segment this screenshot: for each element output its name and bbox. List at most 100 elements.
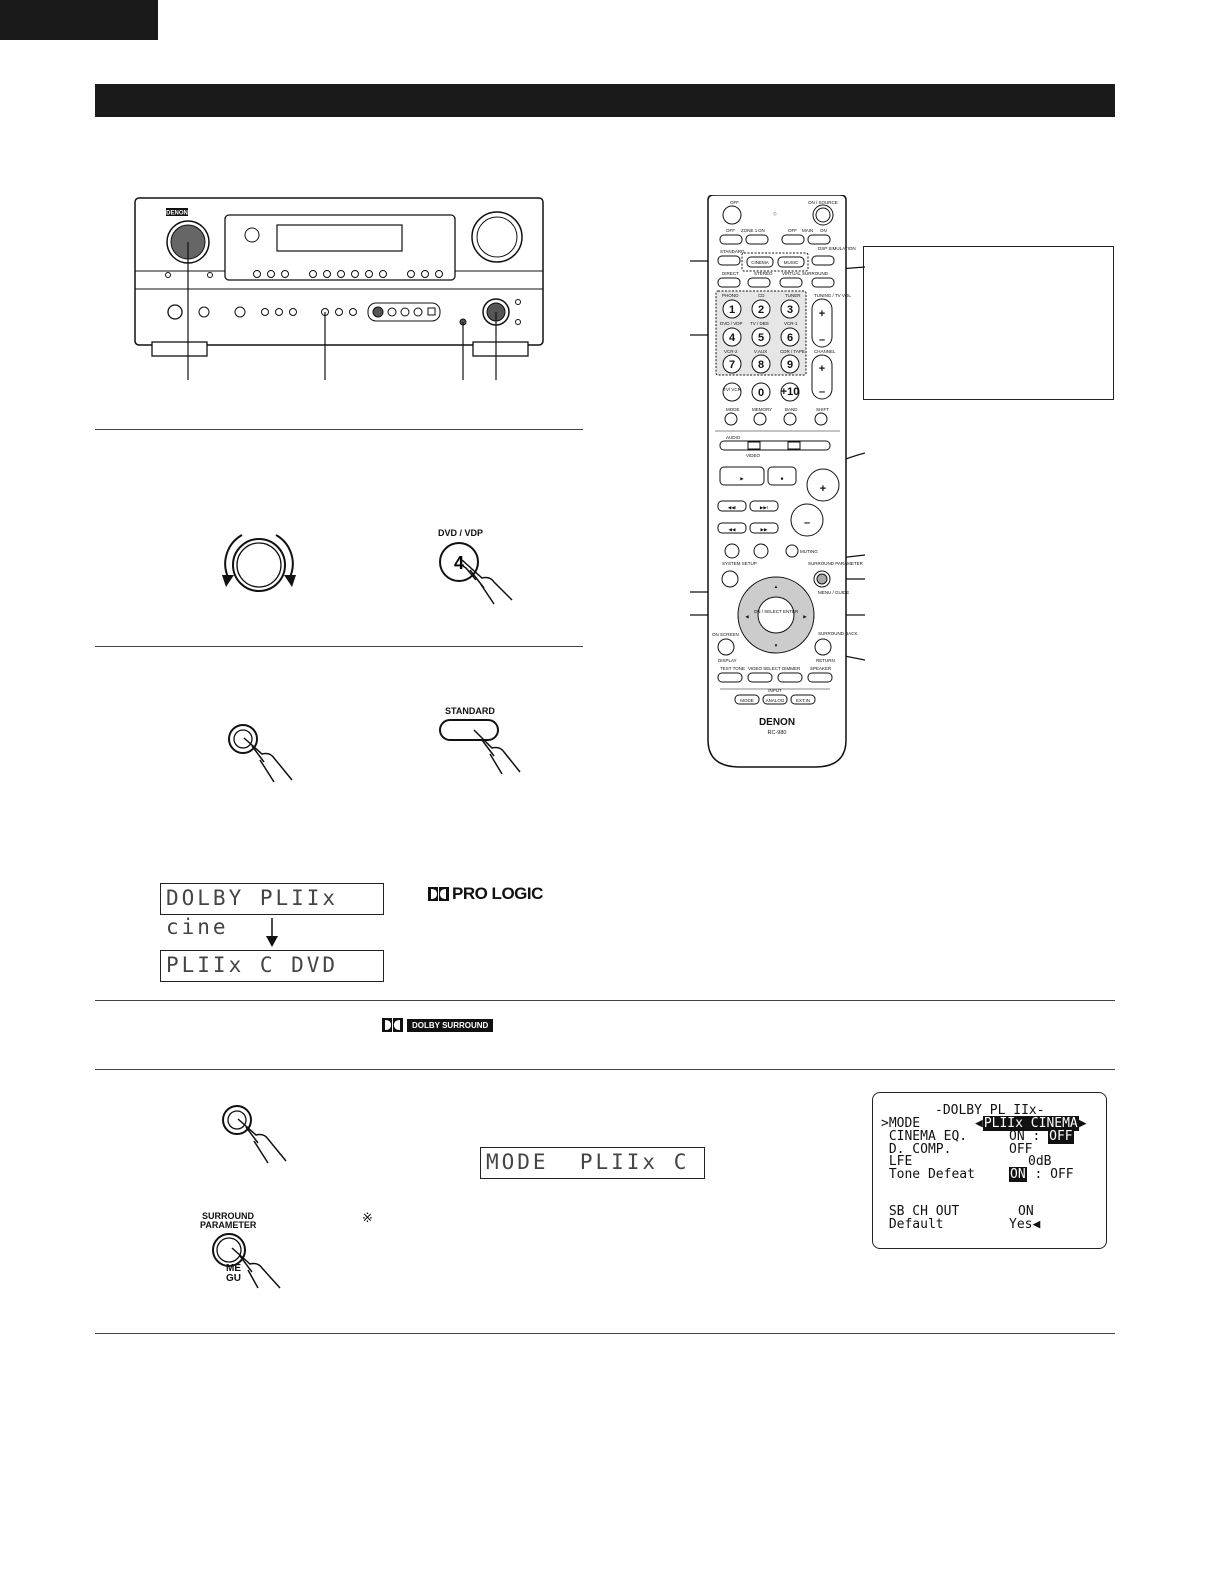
divider — [95, 1333, 1115, 1334]
receiver-front-panel: DENON — [134, 197, 544, 380]
svg-text:MUSIC: MUSIC — [784, 260, 799, 265]
svg-text:+: + — [819, 308, 825, 320]
svg-text:ON SCREEN: ON SCREEN — [712, 632, 739, 637]
svg-text:PHONO: PHONO — [722, 293, 739, 298]
svg-text:◀◀: ◀◀ — [729, 527, 736, 532]
dolby-double-d-icon — [382, 1018, 403, 1032]
svg-text:AUDIO: AUDIO — [726, 435, 741, 440]
dvd-vdp-label: DVD / VDP — [438, 528, 484, 538]
press-button-icon — [228, 724, 293, 783]
note-mark: ※ — [362, 1210, 373, 1225]
svg-text:VCR-2: VCR-2 — [724, 349, 738, 354]
svg-text:DISPLAY: DISPLAY — [718, 658, 737, 663]
svg-text:CDR / TAPE: CDR / TAPE — [780, 349, 805, 354]
svg-text:DIRECT: DIRECT — [722, 271, 739, 276]
osd-cinema-eq-value: ON : OFF — [1009, 1129, 1074, 1144]
svg-text:RETURN: RETURN — [816, 658, 835, 663]
page-tab — [0, 0, 158, 40]
svg-text:EXT.IN: EXT.IN — [796, 698, 810, 703]
svg-text:MODE: MODE — [726, 407, 740, 412]
osd-title: -DOLBY PL IIx- — [935, 1103, 1045, 1118]
svg-text:ON / SOURCE: ON / SOURCE — [808, 200, 838, 205]
svg-text:–: – — [804, 517, 810, 529]
svg-text:ON: ON — [820, 228, 827, 233]
svg-text:MAIN: MAIN — [802, 228, 813, 233]
svg-text:TEST TONE: TEST TONE — [720, 666, 745, 671]
svg-text:▼: ▼ — [774, 643, 778, 648]
svg-text:▲: ▲ — [774, 584, 778, 589]
svg-text:INPUT: INPUT — [768, 688, 782, 693]
svg-text:+: + — [819, 363, 825, 375]
svg-text:2: 2 — [758, 304, 764, 316]
osd-tone-defeat-value: ON : OFF — [1009, 1167, 1074, 1182]
svg-text:8: 8 — [758, 359, 764, 371]
svg-text:ON / SELECT ENTER: ON / SELECT ENTER — [754, 609, 799, 614]
svg-text:0: 0 — [758, 387, 764, 399]
dolby-double-d-icon — [428, 887, 449, 901]
divider — [95, 1000, 1115, 1001]
svg-text:MUTING: MUTING — [800, 549, 818, 554]
press-button-icon — [222, 1105, 287, 1164]
callout-box — [863, 246, 1114, 400]
svg-text:▶: ▶ — [740, 476, 744, 481]
pro-logic-text: PRO LOGIC — [452, 884, 543, 903]
svg-text:4: 4 — [729, 332, 736, 344]
osd-lfe-label: LFE — [881, 1154, 913, 1169]
standard-key-label: STANDARD — [445, 706, 495, 716]
osd-tone-defeat-label: Tone Defeat — [881, 1167, 975, 1182]
svg-text:V.AUX: V.AUX — [754, 349, 767, 354]
svg-text:BAND: BAND — [785, 407, 798, 412]
menu-guide-label: ME GU — [226, 1263, 241, 1284]
divider — [95, 1069, 1115, 1070]
osd-default-label: Default — [881, 1217, 944, 1232]
svg-text:3: 3 — [787, 304, 793, 316]
svg-text:MEMORY: MEMORY — [752, 407, 772, 412]
divider — [95, 429, 583, 430]
svg-text:CD: CD — [758, 293, 765, 298]
svg-text:TUNING / TV VOL: TUNING / TV VOL — [814, 293, 851, 298]
svg-text:DVD / VDP: DVD / VDP — [720, 321, 743, 326]
svg-text:+: + — [820, 483, 826, 495]
remote-control: .rt{font-family:"Liberation Sans",sans-s… — [690, 195, 865, 768]
svg-text:ZONE 1: ZONE 1 — [741, 228, 758, 233]
osd-default-value: Yes◀ — [1009, 1217, 1041, 1232]
svg-text:DIMMER: DIMMER — [782, 666, 801, 671]
svg-text:TUNER: TUNER — [785, 293, 801, 298]
surround-parameter-label: SURROUND PARAMETER — [200, 1211, 257, 1230]
dolby-surround-text: DOLBY SURROUND — [407, 1018, 494, 1032]
arrow-down-icon — [266, 918, 278, 947]
press-standard-button-icon — [439, 719, 521, 775]
svg-text:CHANNEL: CHANNEL — [814, 349, 836, 354]
display-plii-c-dvd: PLIIx C DVD — [160, 950, 384, 982]
svg-text:◇: ◇ — [773, 211, 777, 216]
svg-text:7: 7 — [729, 359, 735, 371]
svg-text:–: – — [819, 334, 825, 346]
svg-text:OFF: OFF — [726, 228, 735, 233]
osd-lfe-value: 0dB — [1028, 1154, 1052, 1169]
svg-text:ANALOG: ANALOG — [766, 698, 785, 703]
svg-text:1: 1 — [729, 304, 735, 316]
svg-text:▶: ▶ — [803, 614, 807, 619]
svg-text:▶▶: ▶▶ — [761, 527, 768, 532]
svg-text:ON: ON — [758, 228, 765, 233]
receiver-brand: DENON — [166, 211, 188, 217]
svg-text:6: 6 — [787, 332, 793, 344]
osd-dcomp-label: D. COMP. — [881, 1142, 952, 1157]
svg-text:■: ■ — [781, 476, 784, 481]
svg-text:MENU / GUIDE: MENU / GUIDE — [818, 590, 849, 595]
svg-text:STEREO: STEREO — [754, 271, 773, 276]
svg-text:◀◀I: ◀◀I — [728, 505, 736, 510]
section-header-bar — [95, 84, 1115, 117]
osd-sb-ch-out-label: SB CH OUT — [881, 1204, 960, 1219]
svg-text:9: 9 — [787, 359, 793, 371]
svg-text:RC-980: RC-980 — [768, 730, 787, 736]
press-4-button-icon: 4 — [439, 542, 513, 605]
key-4-label: 4 — [454, 553, 464, 573]
osd-dolby-pl2x-menu: -DOLBY PL IIx- >MODE ◀PLIIx CINEMA▶ CINE… — [872, 1092, 1107, 1249]
rotate-knob-icon — [222, 534, 296, 592]
osd-sb-ch-out-value: ON — [1018, 1204, 1034, 1219]
svg-text:+10: +10 — [781, 386, 800, 398]
display-dolby-plii-cine: DOLBY PLIIx cine — [160, 883, 384, 939]
svg-text:TV/ VCR: TV/ VCR — [723, 387, 742, 392]
press-surround-parameter-icon — [212, 1233, 281, 1289]
